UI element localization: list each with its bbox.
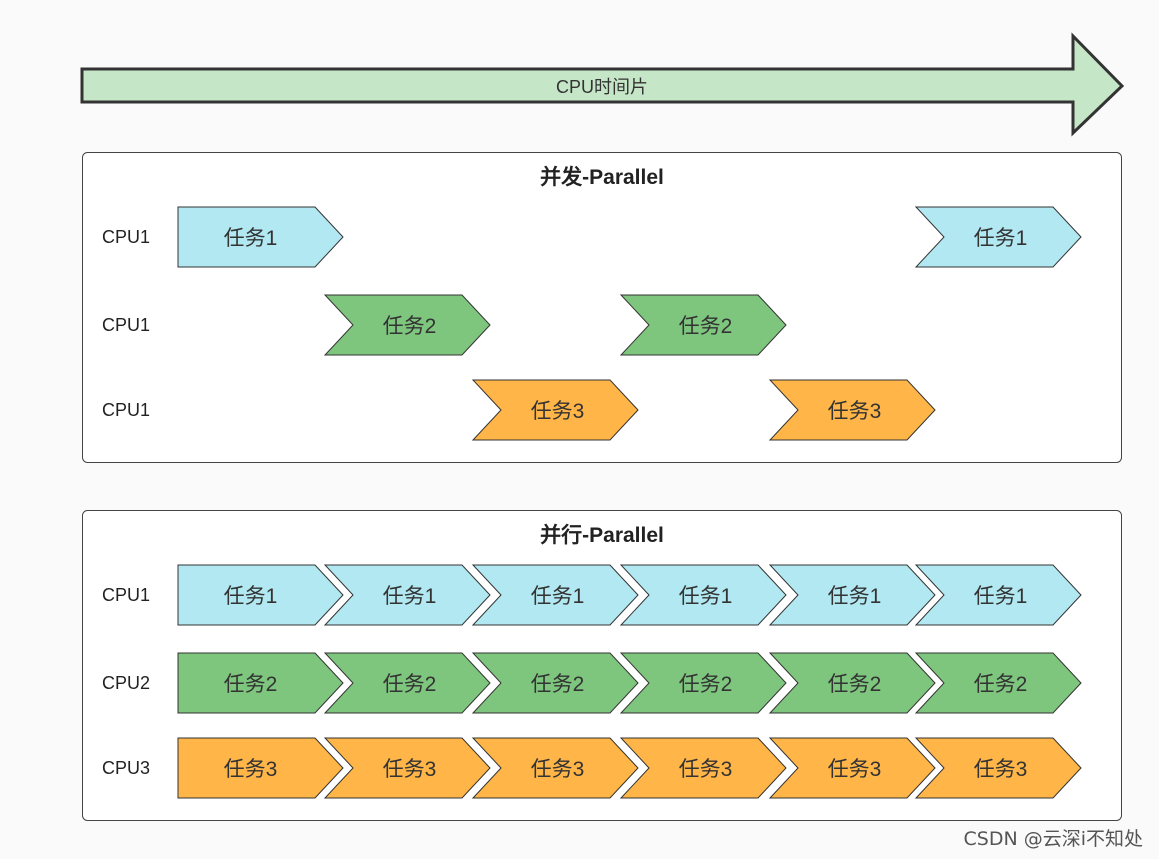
task-block-shape [471, 652, 639, 714]
timeline-arrow-shape [80, 32, 1125, 137]
task-block-shape [768, 652, 936, 714]
task-block: 任务3 [471, 379, 639, 441]
task-block-shape [768, 564, 936, 626]
task-block-shape [177, 564, 344, 626]
task-block: 任务1 [177, 564, 344, 626]
task-block-shape [471, 737, 639, 799]
task-block-shape [914, 737, 1082, 799]
task-label: 任务3 [224, 758, 278, 781]
task-block: 任务3 [471, 737, 639, 799]
task-block: 任务3 [914, 737, 1082, 799]
cpu-row-label: CPU2 [102, 673, 150, 693]
task-label: 任务3 [828, 758, 882, 781]
task-label: 任务1 [383, 585, 437, 608]
task-block: 任务1 [471, 564, 639, 626]
cpu-row-label: CPU1 [102, 315, 150, 335]
watermark: CSDN @云深i不知处 [963, 828, 1144, 850]
task-label: 任务2 [974, 673, 1028, 696]
task-block: 任务2 [323, 294, 491, 356]
task-label: 任务3 [679, 758, 733, 781]
task-block: 任务3 [323, 737, 491, 799]
task-block: 任务1 [619, 564, 787, 626]
task-block-shape [619, 564, 787, 626]
task-label: 任务2 [383, 673, 437, 696]
task-block-shape [323, 564, 491, 626]
task-block: 任务1 [177, 206, 344, 268]
task-block: 任务1 [323, 564, 491, 626]
task-block-shape [323, 652, 491, 714]
task-block: 任务1 [914, 206, 1082, 268]
task-block: 任务1 [914, 564, 1082, 626]
task-block: 任务3 [768, 379, 936, 441]
task-block: 任务3 [177, 737, 344, 799]
task-label: 任务3 [531, 758, 585, 781]
task-label: 任务1 [974, 585, 1028, 608]
task-block-shape [914, 206, 1082, 268]
task-block-shape [768, 379, 936, 441]
task-block-shape [323, 737, 491, 799]
task-label: 任务2 [531, 673, 585, 696]
panel-title: 并发-Parallel [540, 165, 664, 189]
cpu-row-label: CPU3 [102, 758, 150, 778]
task-block: 任务2 [619, 294, 787, 356]
cpu-row-label: CPU1 [102, 227, 150, 247]
task-label: 任务3 [531, 400, 585, 423]
task-block-shape [619, 652, 787, 714]
task-block-shape [768, 737, 936, 799]
task-block: 任务2 [177, 652, 344, 714]
task-label: 任务2 [679, 315, 733, 338]
task-block: 任务2 [914, 652, 1082, 714]
task-block: 任务2 [619, 652, 787, 714]
task-label: 任务1 [828, 585, 882, 608]
task-block-shape [177, 652, 344, 714]
task-block-shape [177, 206, 344, 268]
task-block-shape [914, 564, 1082, 626]
task-label: 任务3 [383, 758, 437, 781]
task-block-shape [471, 379, 639, 441]
task-block-shape [323, 294, 491, 356]
task-block: 任务1 [768, 564, 936, 626]
task-block-shape [619, 737, 787, 799]
task-label: 任务1 [679, 585, 733, 608]
task-label: 任务1 [531, 585, 585, 608]
task-block-shape [471, 564, 639, 626]
cpu-row-label: CPU1 [102, 585, 150, 605]
task-block-shape [914, 652, 1082, 714]
task-label: 任务2 [224, 673, 278, 696]
task-block-shape [619, 294, 787, 356]
task-block: 任务2 [323, 652, 491, 714]
task-label: 任务2 [828, 673, 882, 696]
task-label: 任务1 [224, 227, 278, 250]
task-label: 任务3 [828, 400, 882, 423]
cpu-row-label: CPU1 [102, 400, 150, 420]
task-block: 任务2 [768, 652, 936, 714]
timeline-label: CPU时间片 [556, 77, 648, 97]
task-label: 任务3 [974, 758, 1028, 781]
task-block: 任务3 [768, 737, 936, 799]
task-block-shape [177, 737, 344, 799]
timeline-arrow: CPU时间片 [80, 32, 1125, 137]
task-block: 任务3 [619, 737, 787, 799]
panel-title: 并行-Parallel [540, 523, 664, 547]
task-label: 任务2 [679, 673, 733, 696]
task-label: 任务2 [383, 315, 437, 338]
task-label: 任务1 [974, 227, 1028, 250]
task-block: 任务2 [471, 652, 639, 714]
task-label: 任务1 [224, 585, 278, 608]
